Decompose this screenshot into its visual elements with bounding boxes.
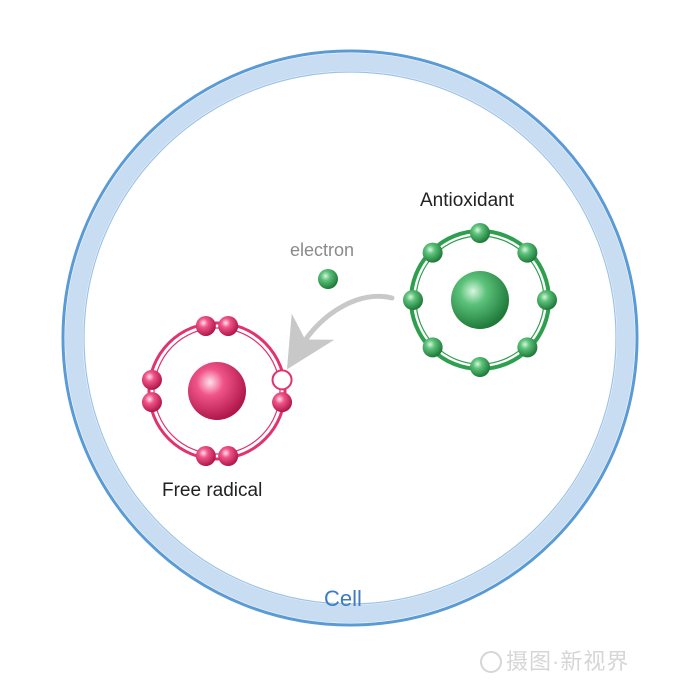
free-electron bbox=[318, 269, 338, 289]
antioxidant-electron bbox=[422, 242, 443, 263]
cell-label: Cell bbox=[324, 586, 362, 611]
free-radical-electron bbox=[272, 392, 293, 413]
free-radical-electron bbox=[141, 369, 162, 390]
antioxidant-electron bbox=[422, 337, 443, 358]
free-radical-nucleus bbox=[188, 362, 246, 420]
antioxidant-electron bbox=[470, 357, 490, 377]
antioxidant-nucleus bbox=[451, 271, 509, 329]
free-radical-atom bbox=[141, 315, 293, 467]
antioxidant-electron bbox=[537, 290, 557, 310]
cell-membrane bbox=[61, 49, 639, 627]
free-radical-label: Free radical bbox=[162, 480, 263, 501]
antioxidant-atom bbox=[403, 223, 557, 377]
free-radical-orbit-inner bbox=[153, 327, 281, 455]
watermark-text: 摄图·新视界 bbox=[506, 649, 630, 674]
free-radical-electrons bbox=[141, 315, 293, 467]
free-radical-electron bbox=[195, 315, 216, 336]
free-radical-electron bbox=[218, 446, 239, 467]
watermark: 摄图·新视界 bbox=[480, 644, 629, 676]
free-radical-orbit bbox=[147, 321, 287, 461]
antioxidant-electron bbox=[403, 290, 423, 310]
camera-logo-icon bbox=[480, 651, 502, 673]
antioxidant-label: Antioxidant bbox=[420, 190, 515, 211]
free-radical-electron bbox=[218, 315, 239, 336]
electron-transfer-arrow bbox=[286, 294, 395, 370]
missing-electron-slot bbox=[271, 369, 293, 391]
free-radical-electron bbox=[195, 446, 216, 467]
antioxidant-electron bbox=[517, 337, 538, 358]
antioxidant-electron bbox=[517, 242, 538, 263]
antioxidant-electron bbox=[470, 223, 490, 243]
antioxidant-electrons bbox=[403, 223, 557, 377]
free-radical-electron bbox=[141, 392, 162, 413]
electron-label: electron bbox=[290, 240, 355, 260]
